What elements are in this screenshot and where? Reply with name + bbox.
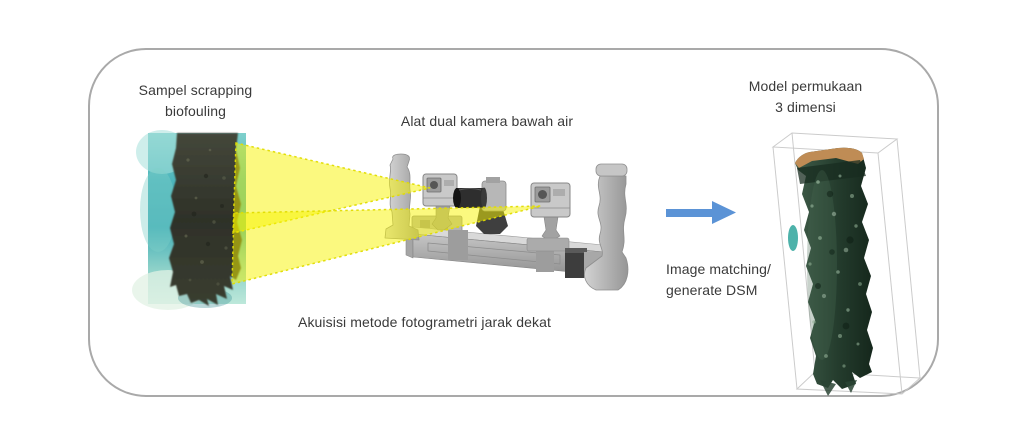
camera-view-frustum-icon: [231, 142, 542, 285]
pillar-texture-speckles: [184, 148, 228, 286]
model-label: Model permukaan 3 dimensi: [748, 78, 863, 115]
biofouling-sample-photo: [132, 130, 246, 310]
rail-end-block-top: [565, 248, 587, 253]
mesh-rim-shadow: [797, 160, 866, 184]
camera-lens-icon: [430, 181, 438, 189]
telephoto-lens-icon: [456, 188, 484, 208]
mesh-sheen: [807, 170, 837, 360]
right-arrow-icon: [666, 201, 736, 224]
rail-end-block: [565, 248, 587, 278]
process-label: Image matching/ generate DSM: [666, 261, 771, 298]
mesh-cyan-patch: [788, 225, 798, 251]
mesh-top-rim: [795, 147, 864, 168]
right-action-camera: [526, 182, 571, 252]
right-handle: [584, 163, 629, 291]
lower-light-cone: [231, 205, 542, 285]
reconstructed-sample-mesh: [788, 147, 873, 396]
device-label: Alat dual kamera bawah air: [400, 113, 574, 129]
camera-lens-icon: [538, 190, 547, 199]
water-streak: [140, 168, 176, 252]
model-3d: [771, 132, 922, 396]
upper-light-cone: [232, 142, 431, 234]
mesh-drip: [820, 380, 836, 396]
sample-label: Sampel scrapping biofouling: [138, 82, 253, 119]
mesh-drip: [845, 380, 857, 393]
mesh-texture-speckles: [808, 174, 862, 368]
mesh-body: [795, 147, 873, 389]
rail-mount-block: [448, 230, 468, 260]
acquisition-label: Akuisisi metode fotogrametri jarak dekat: [298, 314, 551, 330]
bounding-box-wireframe: [771, 132, 922, 395]
